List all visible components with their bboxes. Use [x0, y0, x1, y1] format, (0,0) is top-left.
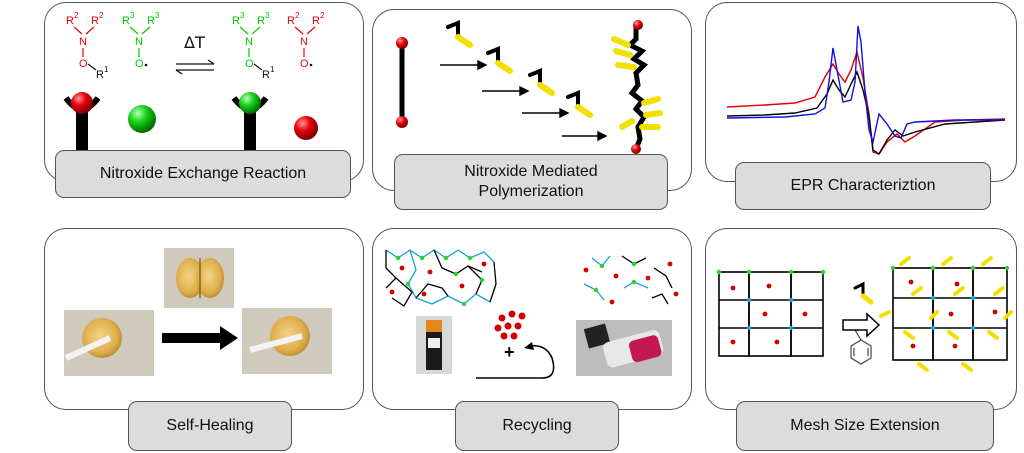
svg-text:R: R — [312, 15, 320, 27]
label-nmp: Nitroxide Mediated Polymerization — [394, 154, 668, 210]
nmp-scheme — [396, 20, 663, 154]
holder-green-ball — [231, 92, 269, 152]
svg-text:2: 2 — [295, 11, 300, 20]
self-healing-arrow — [162, 326, 238, 350]
reaction-condition: ΔT — [184, 33, 205, 52]
svg-text:3: 3 — [265, 11, 270, 20]
svg-text:3: 3 — [240, 11, 245, 20]
large-mesh-nodes — [890, 265, 1010, 349]
label-epr: EPR Characteriztion — [735, 162, 991, 210]
svg-text:R: R — [147, 15, 155, 27]
label-nmp-line2: Polymerization — [478, 183, 584, 200]
svg-text:R: R — [122, 15, 130, 27]
initiator — [396, 37, 408, 128]
svg-text:N: N — [79, 36, 87, 48]
monomer-4 — [566, 90, 593, 118]
fragment-dots — [583, 261, 679, 305]
network-fragments — [583, 255, 673, 305]
monomer-2 — [486, 46, 513, 74]
svg-text:N: N — [135, 36, 143, 48]
free-red-ball — [294, 116, 318, 140]
svg-text:O: O — [245, 58, 254, 70]
svg-text:2: 2 — [74, 11, 79, 20]
label-nitroxide-exchange: Nitroxide Exchange Reaction — [55, 150, 351, 198]
svg-text:R: R — [287, 15, 295, 27]
free-nitroxide-dots — [494, 310, 526, 340]
recycling-scheme: + — [385, 249, 679, 379]
mesh-monomer — [853, 281, 874, 305]
svg-text:3: 3 — [155, 11, 160, 20]
small-mesh-nodes — [716, 269, 826, 345]
svg-text:2: 2 — [99, 11, 104, 20]
svg-text:1: 1 — [270, 65, 275, 74]
equilibrium-arrows — [175, 59, 215, 75]
svg-text:O: O — [79, 58, 88, 70]
svg-text:R: R — [262, 69, 270, 81]
holder-red-ball — [63, 92, 101, 152]
svg-text:N: N — [245, 36, 253, 48]
recycling-arrow — [476, 344, 555, 379]
large-mesh-side-chains — [879, 256, 1013, 372]
epr-spectrum — [726, 25, 1006, 155]
photo-cut-sample — [164, 248, 234, 308]
label-mesh: Mesh Size Extension — [736, 401, 994, 451]
polymer-chain — [611, 20, 663, 154]
svg-text:O: O — [300, 58, 309, 70]
svg-text:R: R — [91, 15, 99, 27]
label-nmp-line1: Nitroxide Mediated — [464, 163, 598, 180]
epr-trace-black — [726, 70, 1006, 155]
free-green-ball — [128, 105, 156, 133]
step-arrows — [440, 59, 608, 142]
epr-trace-red — [726, 49, 1006, 155]
svg-text:R: R — [232, 15, 240, 27]
label-self-healing: Self-Healing — [128, 401, 292, 451]
vial-recycled — [576, 320, 672, 376]
plus-sign: + — [504, 342, 515, 362]
vial-dissolved — [416, 316, 452, 374]
panel-mesh — [705, 228, 1017, 410]
svg-text:R: R — [96, 69, 104, 81]
svg-text:1: 1 — [104, 65, 109, 74]
label-recycling: Recycling — [455, 401, 619, 451]
small-mesh — [718, 271, 824, 357]
svg-text:2: 2 — [320, 11, 325, 20]
crosslinked-network — [385, 249, 497, 307]
svg-text:3: 3 — [130, 11, 135, 20]
photo-sample-healed — [242, 308, 332, 374]
network-nodes — [389, 255, 487, 307]
svg-text:N: N — [300, 36, 308, 48]
extension-arrow — [842, 312, 881, 338]
monomer-1 — [446, 20, 473, 48]
epr-trace-blue — [726, 25, 1005, 145]
mesh-scheme — [716, 256, 1013, 372]
monomer-3 — [528, 68, 555, 96]
svg-text:R: R — [66, 15, 74, 27]
self-healing-photos — [64, 248, 332, 376]
photo-sample-before — [64, 310, 154, 376]
svg-text:R: R — [257, 15, 265, 27]
svg-text:O: O — [135, 58, 144, 70]
